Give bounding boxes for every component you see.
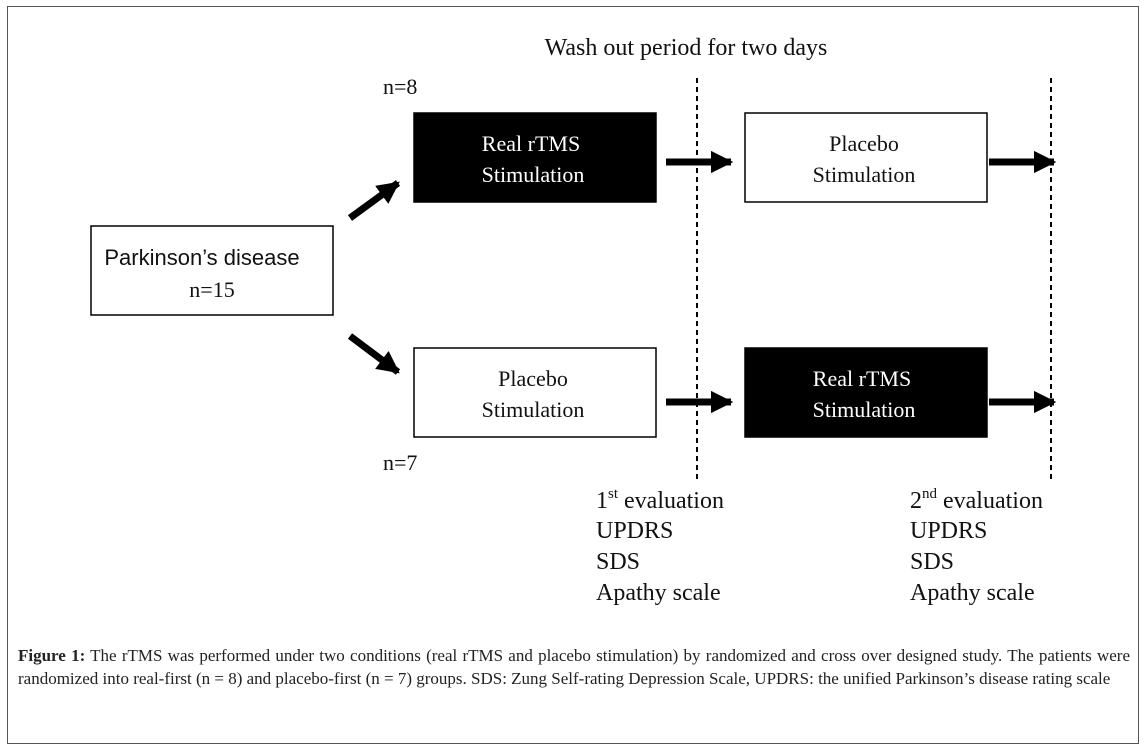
evaluation-1-measure: UPDRS (596, 518, 673, 544)
parkinsons-disease-count: n=15 (189, 277, 234, 302)
real-rtms-top-line2: Stimulation (482, 162, 585, 187)
evaluation-2-title: 2nd evaluation (910, 486, 1043, 514)
arrow-to-real-first-icon (347, 180, 401, 221)
group-size-placebo-first: n=7 (383, 450, 417, 475)
placebo-box-bottom: Placebo Stimulation (413, 347, 657, 438)
evaluation-2-block: 2nd evaluation UPDRS SDS Apathy scale (910, 486, 1043, 606)
arrow-to-placebo-first-icon (347, 333, 401, 375)
placebo-top-line2: Stimulation (813, 162, 916, 187)
group-size-real-first: n=8 (383, 74, 417, 99)
real-rtms-bottom-line1: Real rTMS (813, 366, 911, 391)
evaluation-2-measure: SDS (910, 549, 954, 575)
caption-text: The rTMS was performed under two conditi… (18, 646, 1130, 688)
caption-label: Figure 1: (18, 646, 86, 665)
real-rtms-top-line1: Real rTMS (482, 131, 580, 156)
evaluation-1-block: 1st evaluation UPDRS SDS Apathy scale (596, 486, 724, 606)
evaluation-2-measure: UPDRS (910, 518, 987, 544)
parkinsons-disease-box: Parkinson’s disease n=15 (90, 225, 334, 316)
evaluation-2-measure: Apathy scale (910, 580, 1035, 606)
real-rtms-box-top: Real rTMS Stimulation (413, 112, 657, 203)
study-design-diagram: Wash out period for two days n=8 n=7 Par… (90, 35, 1057, 606)
real-rtms-bottom-line2: Stimulation (813, 397, 916, 422)
evaluation-1-title: 1st evaluation (596, 486, 724, 514)
parkinsons-disease-label: Parkinson’s disease (104, 245, 299, 270)
placebo-box-top: Placebo Stimulation (744, 112, 988, 203)
placebo-bottom-line2: Stimulation (482, 397, 585, 422)
real-rtms-box-bottom: Real rTMS Stimulation (744, 347, 988, 438)
placebo-bottom-line1: Placebo (498, 366, 568, 391)
evaluation-1-measure: SDS (596, 549, 640, 575)
washout-label: Wash out period for two days (545, 35, 828, 61)
placebo-top-line1: Placebo (829, 131, 899, 156)
figure-caption: Figure 1: The rTMS was performed under t… (18, 644, 1130, 690)
evaluation-1-measure: Apathy scale (596, 580, 721, 606)
